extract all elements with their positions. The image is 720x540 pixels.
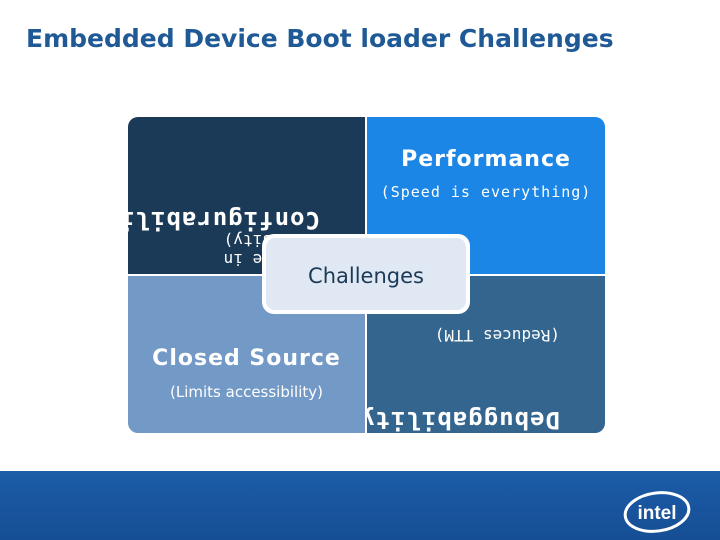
center-label: Challenges <box>308 264 424 288</box>
quadrant-subtext: (Limits accessibility) <box>170 383 323 401</box>
quadrant-heading: Closed Source <box>152 346 341 371</box>
quadrant-heading: Debuggability <box>367 406 560 433</box>
quadrant-subtext: (Reduces TTM) <box>434 326 560 345</box>
quadrant-heading: Performance <box>401 147 571 172</box>
intel-logo-icon: intel <box>623 491 691 533</box>
intel-logo-text: intel <box>637 503 676 524</box>
center-challenges-box: Challenges <box>262 234 470 314</box>
quadrant-heading: Configurability <box>128 206 320 234</box>
quadrant-subtext: (Speed is everything) <box>380 183 592 201</box>
center-box-inner: Challenges <box>266 238 466 310</box>
footer-bar <box>0 471 720 540</box>
slide-title: Embedded Device Boot loader Challenges <box>26 24 614 53</box>
